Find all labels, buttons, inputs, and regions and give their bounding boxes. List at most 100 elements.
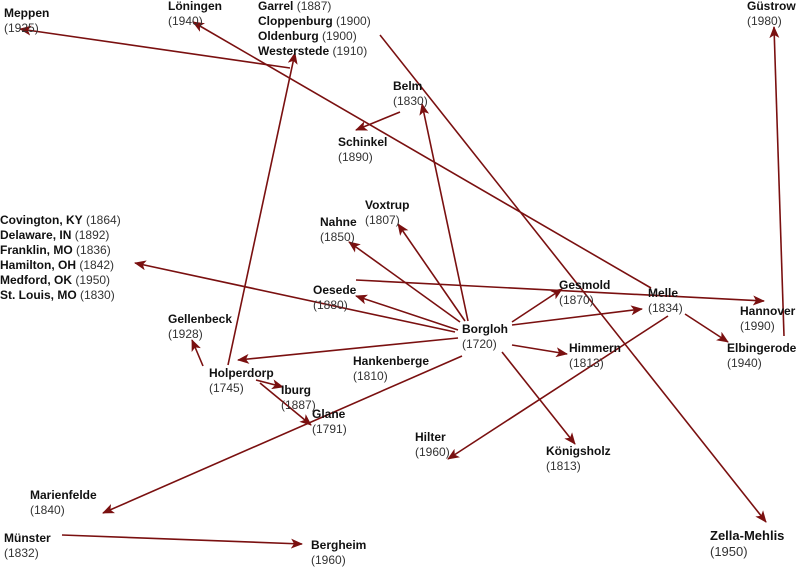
node-konigsholz: Königsholz (1813): [546, 444, 611, 474]
node-year: (1950): [710, 544, 748, 559]
arrow-borgloh-to-konigsholz: [501, 351, 576, 445]
node-name: Güstrow: [747, 0, 796, 13]
arrow-melle-to-loningen: [192, 21, 652, 289]
node-name: Löningen: [168, 0, 222, 13]
node-name: Himmern: [569, 341, 622, 355]
node-borgloh: Borgloh (1720): [462, 322, 508, 352]
node-year: (1864): [86, 213, 121, 227]
node-himmern: Himmern (1813): [569, 341, 621, 371]
arrow-borgloh-to-melle: [511, 305, 643, 326]
node-elbingerode: Elbingerode (1940): [727, 341, 796, 371]
node-year: (1940): [168, 14, 203, 28]
node-name: Covington, KY: [0, 213, 83, 227]
group-line: Franklin, MO (1836): [0, 243, 121, 258]
arrow-borgloh-to-gesmold: [511, 288, 563, 323]
node-name: Meppen: [4, 6, 50, 20]
node-schinkel: Schinkel (1890): [338, 135, 387, 165]
node-gustrow: Güstrow (1980): [747, 0, 796, 29]
node-year: (1745): [209, 381, 244, 395]
node-group-oldenburg: Garrel (1887) Cloppenburg (1900) Oldenbu…: [258, 0, 371, 59]
node-year: (1890): [338, 150, 373, 164]
node-belm: Belm (1830): [393, 79, 428, 109]
arrow-melle-to-elbingerode: [684, 313, 729, 343]
node-year: (1850): [320, 230, 355, 244]
node-year: (1960): [311, 553, 346, 567]
node-gellenbeck: Gellenbeck (1928): [168, 312, 232, 342]
node-year: (1928): [168, 327, 203, 341]
group-line: Garrel (1887): [258, 0, 371, 14]
node-meppen: Meppen (1925): [4, 6, 49, 36]
group-line: Westerstede (1910): [258, 44, 371, 59]
arrow-belm-to-schinkel: [355, 111, 401, 131]
node-name: Hannover: [740, 304, 796, 318]
arrow-munster-to-bergheim: [61, 534, 303, 549]
node-name: Marienfelde: [30, 488, 97, 502]
node-name: Medford, OK: [0, 273, 72, 287]
node-name: Borgloh: [462, 322, 508, 336]
node-year: (1791): [312, 422, 347, 436]
arrow-borgloh-to-holperdorp: [237, 337, 459, 364]
node-name: Cloppenburg: [258, 14, 333, 28]
node-name: Garrel: [258, 0, 294, 13]
node-year: (1887): [296, 0, 332, 13]
node-oesede: Oesede (1880): [313, 283, 356, 313]
node-name: Delaware, IN: [0, 228, 72, 242]
node-year: (1910): [332, 44, 368, 58]
node-name: Oldenburg: [258, 29, 319, 43]
node-hankenberge: Hankenberge (1810): [353, 354, 429, 384]
group-line: Covington, KY (1864): [0, 213, 121, 228]
node-name: St. Louis, MO: [0, 288, 77, 302]
group-line: Medford, OK (1950): [0, 273, 121, 288]
node-glane: Glane (1791): [312, 407, 347, 437]
group-line: St. Louis, MO (1830): [0, 288, 121, 303]
node-year: (1810): [353, 369, 388, 383]
arrow-borgloh-to-usa-group: [134, 260, 456, 333]
node-year: (1834): [648, 301, 683, 315]
node-hannover: Hannover (1990): [740, 304, 795, 334]
node-year: (1980): [747, 14, 782, 28]
node-name: Belm: [393, 79, 423, 93]
node-zella-mehlis: Zella-Mehlis (1950): [710, 528, 784, 560]
node-name: Iburg: [281, 383, 311, 397]
node-year: (1900): [322, 29, 357, 43]
node-melle: Melle (1834): [648, 286, 683, 316]
node-gesmold: Gesmold (1870): [559, 278, 610, 308]
node-year: (1830): [393, 94, 428, 108]
arrow-holperdorp-to-iburg: [255, 379, 284, 390]
node-name: Glane: [312, 407, 346, 421]
node-year: (1950): [75, 273, 111, 287]
node-bergheim: Bergheim (1960): [311, 538, 366, 568]
node-year: (1892): [74, 228, 110, 242]
node-nahne: Nahne (1850): [320, 215, 357, 245]
node-year: (1832): [4, 546, 39, 560]
node-year: (1900): [336, 14, 371, 28]
node-year: (1836): [76, 243, 111, 257]
node-year: (1940): [727, 356, 762, 370]
node-year: (1720): [462, 337, 497, 351]
group-line: Hamilton, OH (1842): [0, 258, 121, 273]
arrow-westerstede-line-to-meppen: [19, 25, 291, 69]
arrow-borgloh-to-marienfelde: [102, 355, 463, 514]
node-name: Franklin, MO: [0, 243, 73, 257]
node-year: (1870): [559, 293, 594, 307]
node-group-usa: Covington, KY (1864) Delaware, IN (1892)…: [0, 213, 121, 303]
node-year: (1813): [546, 459, 581, 473]
node-name: Schinkel: [338, 135, 388, 149]
arrow-oesede-to-hannover: [355, 279, 765, 306]
node-year: (1880): [313, 298, 348, 312]
arrow-melle-to-hilter: [447, 315, 669, 460]
node-munster: Münster (1832): [4, 531, 51, 561]
node-name: Königsholz: [546, 444, 611, 458]
node-year: (1807): [365, 213, 400, 227]
node-year: (1960): [415, 445, 450, 459]
node-iburg: Iburg (1887): [281, 383, 316, 413]
node-name: Bergheim: [311, 538, 367, 552]
node-name: Voxtrup: [365, 198, 410, 212]
arrow-elbingerode-to-gustrow: [769, 26, 785, 337]
node-loningen: Löningen (1940): [168, 0, 222, 29]
arrow-borgloh-to-oesede: [355, 294, 459, 331]
node-name: Westerstede: [258, 44, 330, 58]
node-name: Gellenbeck: [168, 312, 233, 326]
arrow-borgloh-to-voxtrup: [397, 223, 466, 322]
